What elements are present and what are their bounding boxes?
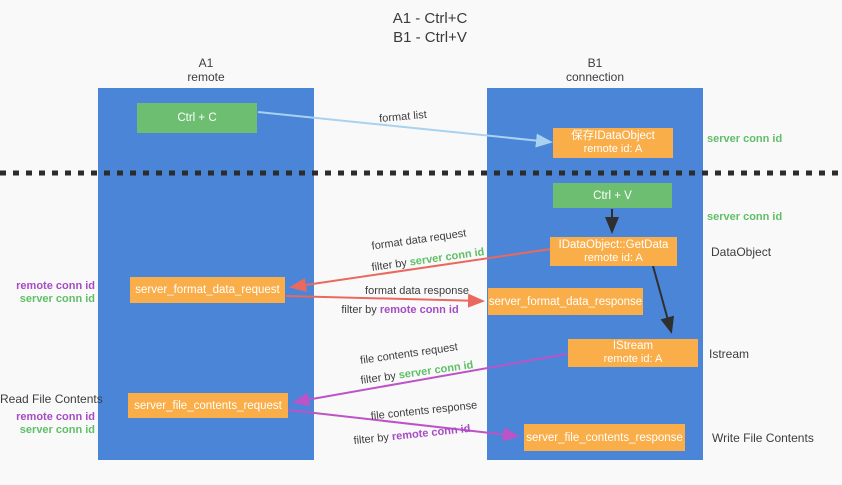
filter-prefix: filter by	[370, 256, 411, 274]
node-ctrl-v-label: Ctrl + V	[593, 189, 632, 202]
node-server-file-contents-request: server_file_contents_request	[128, 393, 288, 418]
lane-b-header: B1 connection	[525, 56, 665, 84]
flow-label-format-data-response: format data response	[365, 285, 469, 297]
left-conn-id-stack-2: remote conn id server conn id	[0, 411, 95, 437]
diagram-title: A1 - Ctrl+C B1 - Ctrl+V	[300, 9, 560, 47]
filter-prefix: filter by	[359, 369, 400, 387]
node-ctrl-c-label: Ctrl + C	[177, 112, 217, 124]
node-save-idataobject: 保存IDataObject remote id: A	[553, 128, 673, 158]
right-label-server-conn-id-top: server conn id	[707, 133, 783, 145]
node-istream: IStream remote id: A	[568, 339, 698, 367]
lane-b-subtitle: connection	[565, 70, 625, 84]
filter-term-remote-conn-id: remote conn id	[391, 422, 471, 444]
node-idataobject-getdata: IDataObject::GetData remote id: A	[550, 237, 677, 266]
node-istream-subtitle: remote id: A	[603, 353, 663, 365]
left-label-server-conn-id-2: server conn id	[19, 424, 95, 436]
filter-prefix: filter by	[353, 431, 393, 448]
flow-label-format-list: format list	[378, 108, 428, 126]
filter-prefix: filter by	[341, 304, 380, 316]
node-server-format-data-request: server_format_data_request	[130, 277, 285, 303]
lane-b-name: B1	[587, 56, 603, 70]
flow-label-file-contents-response: file contents response	[370, 399, 478, 423]
lane-a-subtitle: remote	[187, 70, 225, 84]
left-label-read-file-contents: Read File Contents	[0, 392, 103, 406]
right-label-dataobject: DataObject	[711, 245, 772, 259]
left-label-remote-conn-id-1: remote conn id	[16, 280, 95, 292]
node-ctrl-v: Ctrl + V	[553, 183, 672, 208]
title-line-1: A1 - Ctrl+C	[392, 10, 468, 27]
title-line-2: B1 - Ctrl+V	[393, 29, 467, 46]
flow-label-filter-by-remote-1: filter by remote conn id	[341, 304, 458, 316]
left-label-remote-conn-id-2: remote conn id	[16, 411, 95, 423]
right-label-istream: Istream	[709, 347, 750, 361]
node-server-format-data-response-label: server_format_data_response	[488, 295, 643, 308]
node-server-format-data-response: server_format_data_response	[488, 288, 643, 315]
left-label-server-conn-id-1: server conn id	[19, 293, 95, 305]
left-conn-id-stack-1: remote conn id server conn id	[0, 280, 95, 306]
right-label-write-file-contents: Write File Contents	[712, 431, 814, 445]
node-ctrl-c: Ctrl + C	[137, 103, 257, 133]
node-server-file-contents-response-label: server_file_contents_response	[526, 431, 683, 444]
right-label-server-conn-id-mid: server conn id	[707, 211, 783, 223]
filter-term-server-conn-id: server conn id	[397, 359, 475, 382]
lane-a-name: A1	[198, 56, 214, 70]
node-save-idataobject-title: 保存IDataObject	[571, 130, 655, 142]
node-idataobject-getdata-title: IDataObject::GetData	[558, 238, 669, 251]
filter-term-remote-conn-id: remote conn id	[379, 304, 459, 316]
node-save-idataobject-subtitle: remote id: A	[583, 143, 643, 155]
filter-term-server-conn-id: server conn id	[408, 246, 486, 269]
node-idataobject-getdata-subtitle: remote id: A	[584, 251, 643, 264]
flow-label-format-data-request: format data request	[370, 227, 468, 253]
node-istream-title: IStream	[612, 340, 654, 352]
lane-a-header: A1 remote	[136, 56, 276, 84]
node-server-file-contents-request-label: server_file_contents_request	[134, 399, 282, 412]
node-server-file-contents-response: server_file_contents_response	[524, 424, 685, 451]
flow-label-filter-by-remote-2: filter by remote conn id	[353, 423, 471, 447]
node-server-format-data-request-label: server_format_data_request	[135, 284, 280, 296]
